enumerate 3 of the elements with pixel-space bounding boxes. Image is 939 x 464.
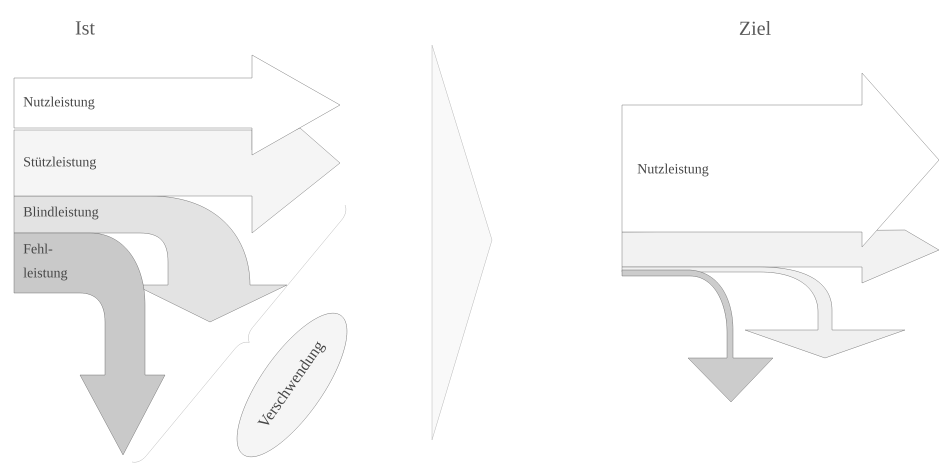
title: Ist — [76, 21, 95, 35]
chevron — [432, 44, 492, 440]
title: Ziel — [740, 20, 771, 36]
